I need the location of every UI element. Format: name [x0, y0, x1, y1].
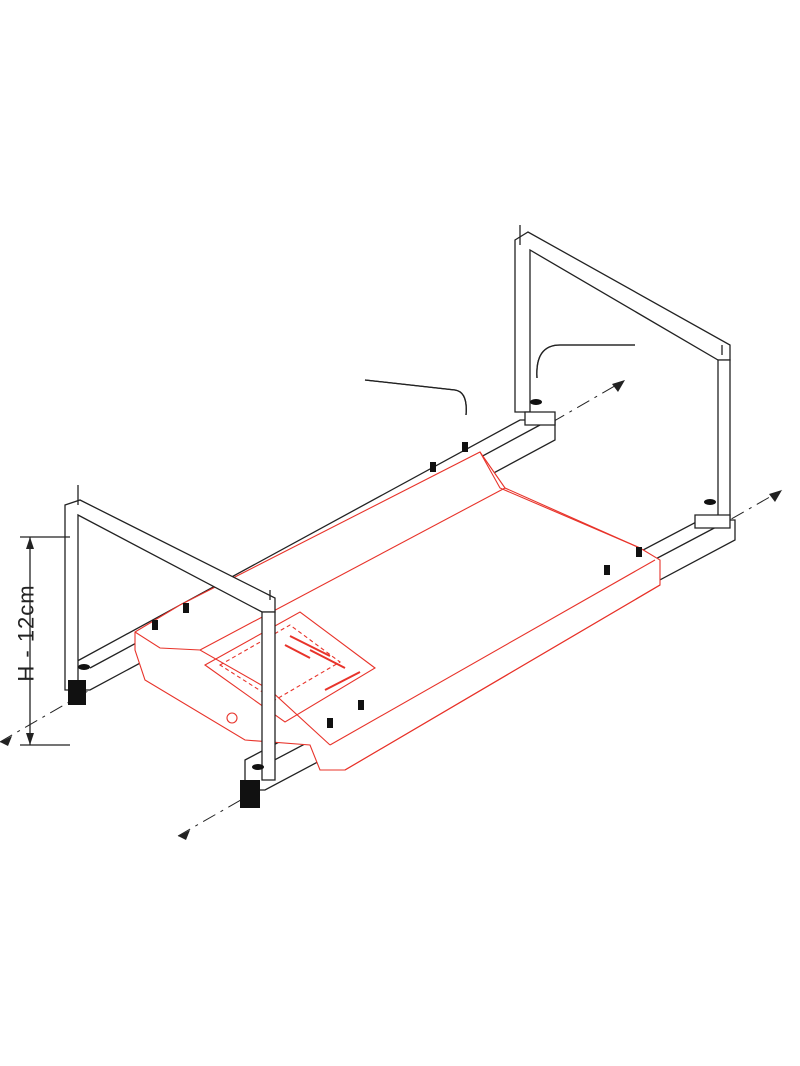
right-frame	[514, 225, 731, 529]
axis-arrow-icon	[0, 736, 12, 746]
axis-arrow-icon	[178, 830, 190, 840]
height-dimension	[20, 536, 70, 746]
screw-icons	[78, 399, 716, 770]
height-dimension-label: H - 12cm	[13, 584, 39, 682]
carrier-plate	[134, 451, 661, 771]
label-plate-text	[284, 635, 361, 691]
axis-arrow-icon	[769, 490, 782, 502]
left-frame	[64, 485, 276, 781]
left-back-foot	[68, 680, 86, 705]
left-front-foot	[240, 780, 260, 808]
axis-arrow-icon	[612, 380, 625, 392]
allen-key-icon	[536, 344, 635, 379]
